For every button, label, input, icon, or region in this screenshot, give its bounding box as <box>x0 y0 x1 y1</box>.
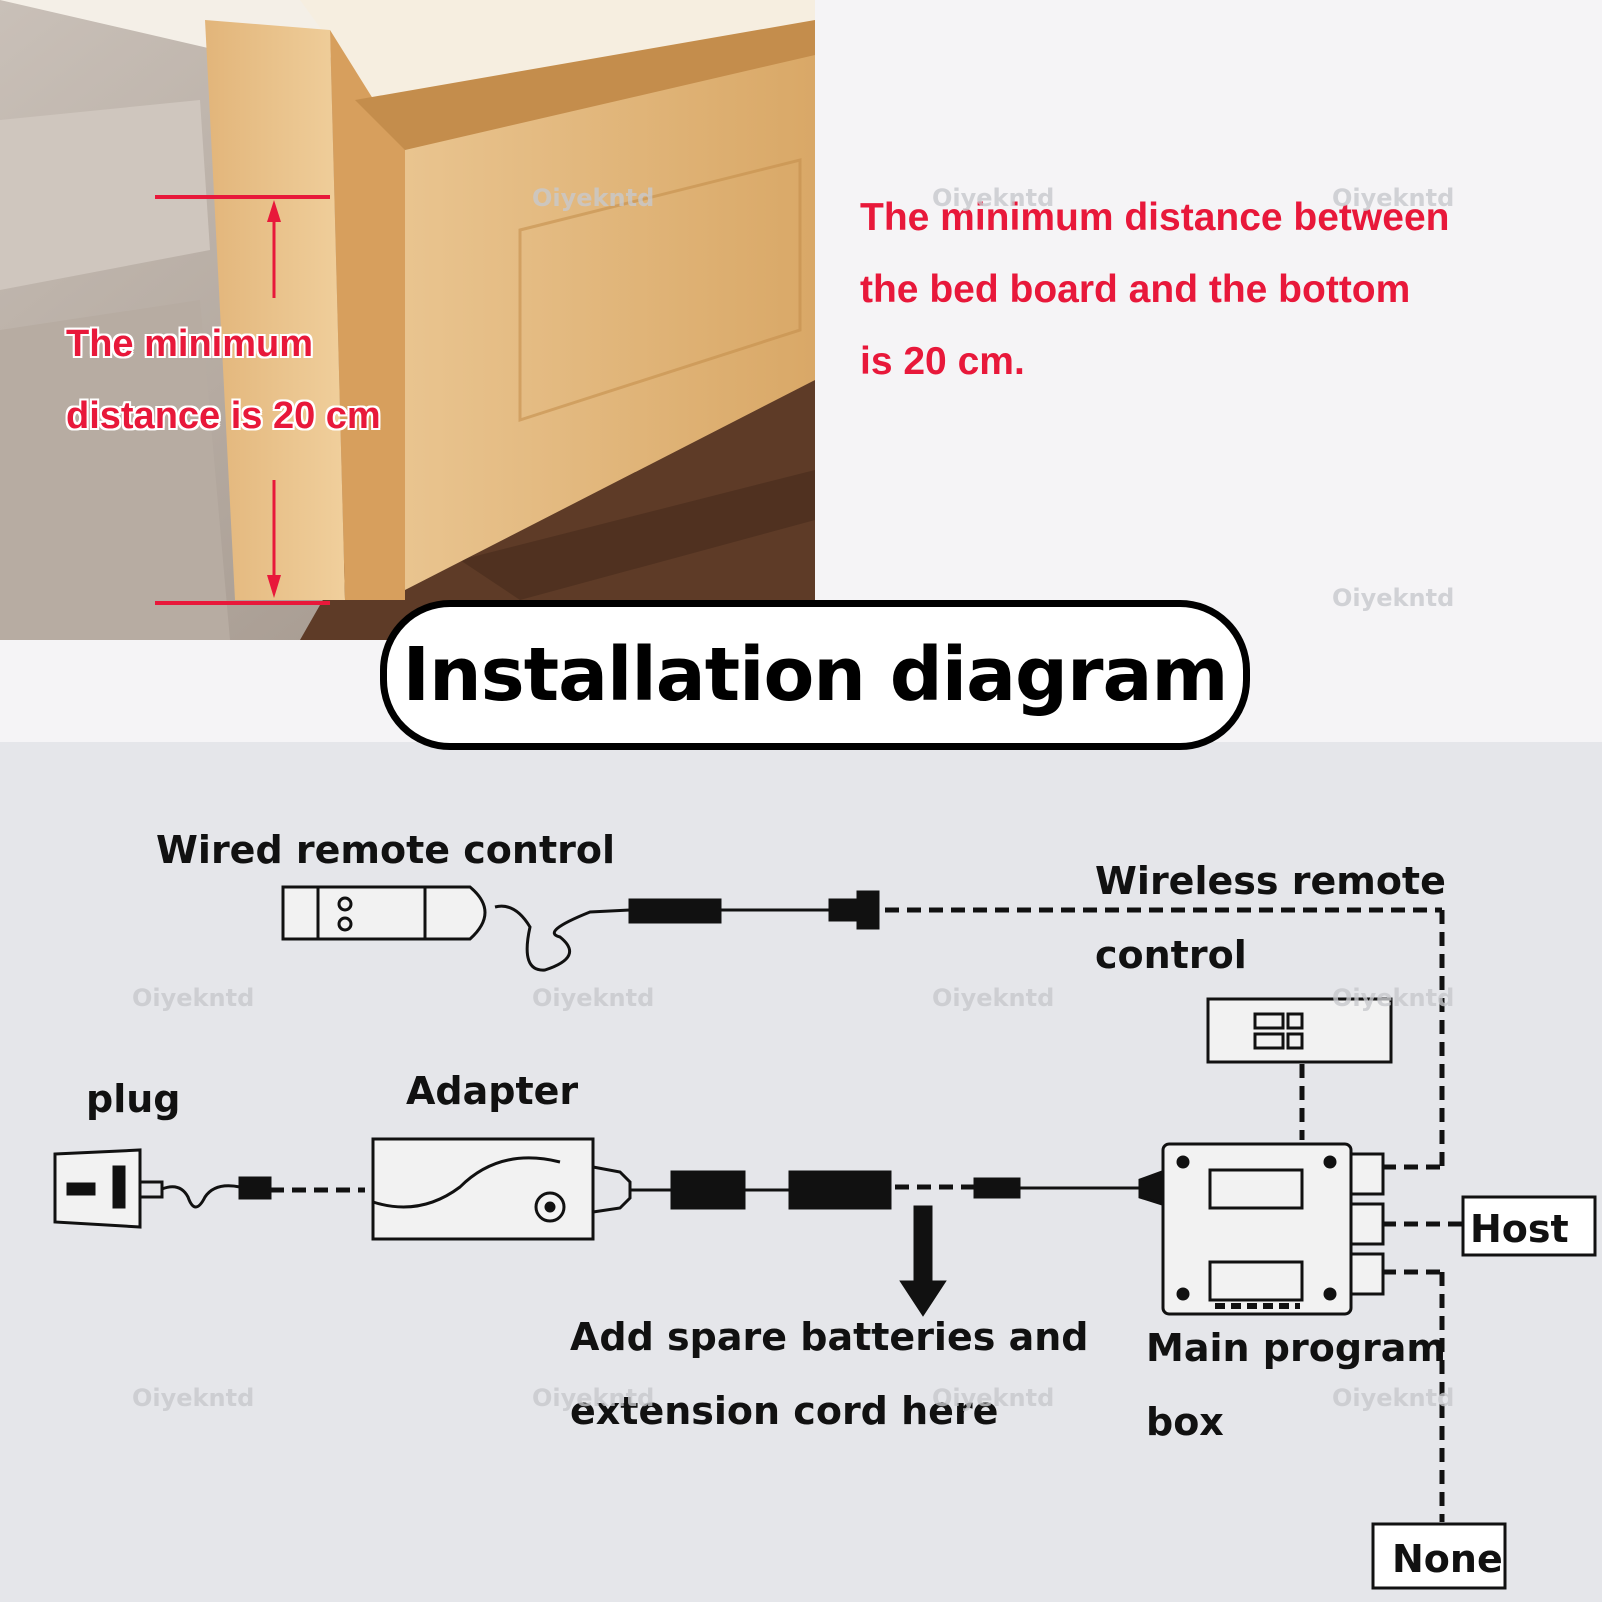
distance-note: The minimum distance between the bed boa… <box>860 182 1560 398</box>
watermark: Oiyekntd <box>532 184 655 212</box>
watermark: Oiyekntd <box>1332 984 1455 1012</box>
watermark: Oiyekntd <box>1332 184 1455 212</box>
watermark: Oiyekntd <box>132 1384 255 1412</box>
none-box <box>1371 1522 1507 1590</box>
adapter-label: Adapter <box>406 1069 579 1113</box>
spare-batteries-label-2: extension cord here <box>570 1389 999 1433</box>
photo-label-line1: The minimum <box>66 323 314 365</box>
note-line2: the bed board and the bottom <box>860 268 1411 311</box>
watermark: Oiyekntd <box>932 1384 1055 1412</box>
plug-icon <box>53 1148 272 1229</box>
wiring-diagram <box>53 885 1597 1590</box>
adapter-icon <box>371 1137 1164 1241</box>
title-badge: Installation diagram <box>380 600 1250 750</box>
main-box-label-2: box <box>1146 1400 1224 1444</box>
wired-remote-icon <box>281 885 880 972</box>
plug-label: plug <box>86 1077 181 1121</box>
watermark: Oiyekntd <box>532 1384 655 1412</box>
wired-remote-label: Wired remote control <box>156 828 615 872</box>
watermark: Oiyekntd <box>1332 1384 1455 1412</box>
watermark: Oiyekntd <box>932 984 1055 1012</box>
none-label: None <box>1392 1537 1503 1581</box>
watermark: Oiyekntd <box>132 984 255 1012</box>
wireless-receiver-icon <box>1206 997 1393 1064</box>
main-box-label-1: Main program <box>1146 1326 1446 1370</box>
down-arrow-icon <box>899 1205 947 1317</box>
host-box <box>1461 1195 1597 1257</box>
main-program-box-icon <box>1161 1142 1385 1316</box>
measurement-markers <box>155 195 330 605</box>
watermark: Oiyekntd <box>532 984 655 1012</box>
note-line3: is 20 cm. <box>860 340 1025 383</box>
watermark: Oiyekntd <box>932 184 1055 212</box>
wireless-remote-label-2: control <box>1095 933 1247 977</box>
bed-corner-photo <box>0 0 815 640</box>
host-label: Host <box>1470 1207 1569 1251</box>
note-line1: The minimum distance between <box>860 196 1450 239</box>
photo-distance-label: The minimum distance is 20 cm <box>66 308 486 452</box>
page-title: Installation diagram <box>402 632 1228 718</box>
spare-batteries-label-1: Add spare batteries and <box>570 1315 1089 1359</box>
watermark: Oiyekntd <box>1332 584 1455 612</box>
photo-label-line2: distance is 20 cm <box>66 395 381 437</box>
wireless-remote-label-1: Wireless remote <box>1095 859 1446 903</box>
